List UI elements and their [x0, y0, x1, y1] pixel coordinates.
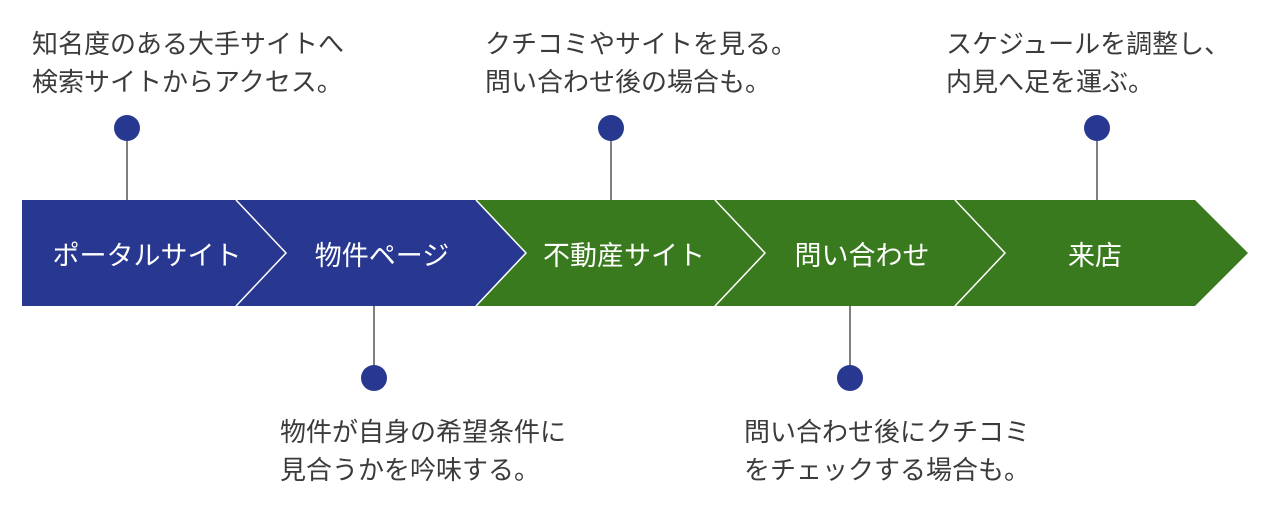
dot-inquiry — [837, 365, 863, 391]
note-line: クチコミやサイトを見る。 — [485, 30, 798, 60]
note-property-page: 物件が自身の希望条件に 見合うかを吟味する。 — [280, 414, 566, 490]
note-line: 問い合わせ後の場合も。 — [485, 68, 772, 98]
note-portal-site: 知名度のある大手サイトへ 検索サイトからアクセス。 — [32, 26, 344, 102]
note-realestate-site: クチコミやサイトを見る。 問い合わせ後の場合も。 — [485, 26, 797, 102]
note-line: 問い合わせ後にクチコミ — [744, 418, 1031, 448]
step-label-visit: 来店 — [1068, 240, 1122, 272]
divider-line-2 — [475, 199, 528, 307]
chevron-step-inquiry — [715, 200, 1005, 306]
step-label-inquiry: 問い合わせ — [794, 240, 930, 272]
step-label-property: 物件ページ — [314, 240, 450, 272]
chevron-step-visit — [955, 200, 1248, 306]
divider-line-4 — [954, 199, 1007, 307]
dot-portal — [114, 115, 140, 141]
note-line: スケジュールを調整し、 — [946, 30, 1231, 60]
chevron-step-realestate — [476, 200, 765, 306]
note-line: 検索サイトからアクセス。 — [32, 68, 343, 98]
chevron-step-property — [236, 200, 526, 306]
note-line: 見合うかを吟味する。 — [280, 456, 541, 486]
step-label-portal: ポータルサイト — [52, 240, 242, 272]
note-inquiry: 問い合わせ後にクチコミ をチェックする場合も。 — [744, 414, 1030, 490]
chevron-step-portal — [22, 200, 286, 306]
dot-property — [361, 365, 387, 391]
note-visit: スケジュールを調整し、 内見へ足を運ぶ。 — [946, 26, 1230, 102]
dot-realestate — [598, 115, 624, 141]
note-line: 物件が自身の希望条件に — [280, 418, 567, 448]
note-line: をチェックする場合も。 — [744, 456, 1031, 486]
step-label-realestate: 不動産サイト — [543, 240, 705, 272]
divider-line-1 — [235, 199, 288, 307]
divider-line-3 — [714, 199, 767, 307]
dot-visit — [1084, 115, 1110, 141]
note-line: 内見へ足を運ぶ。 — [946, 68, 1155, 98]
note-line: 知名度のある大手サイトへ — [32, 30, 345, 60]
